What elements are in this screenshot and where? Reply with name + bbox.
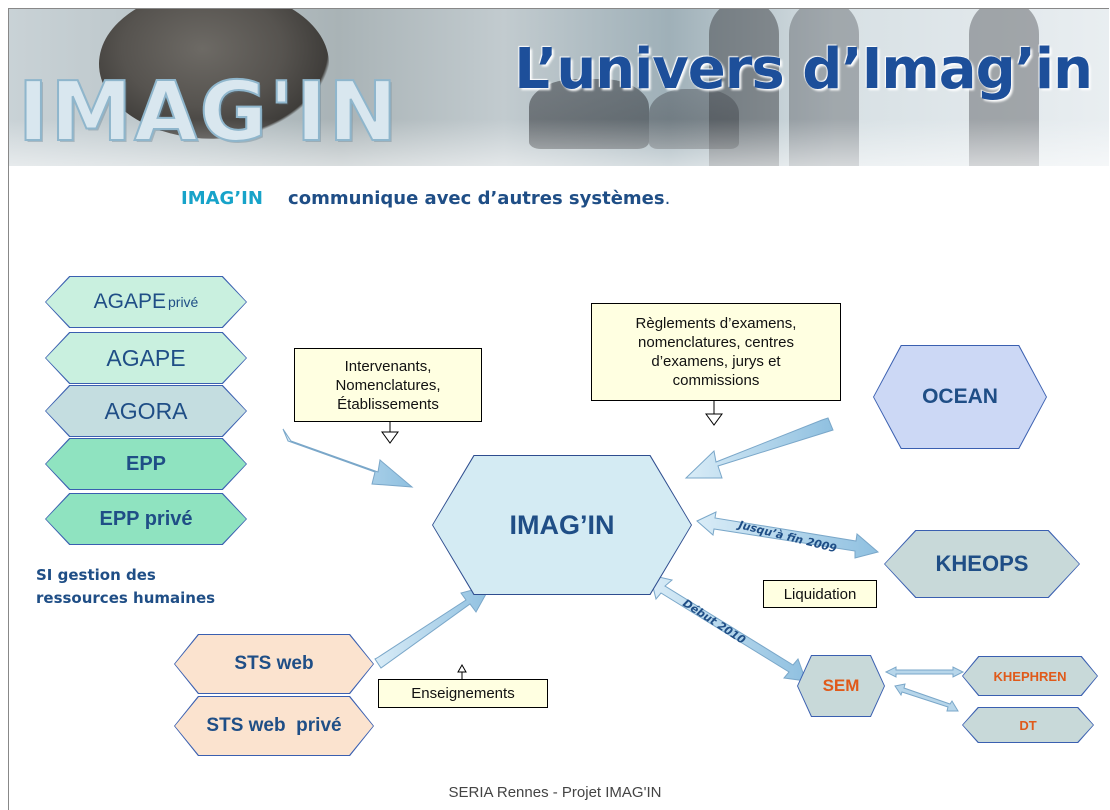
hr-group-label-line: ressources humaines — [36, 589, 216, 607]
hex-label: EPP privé — [99, 507, 193, 530]
system-ocean: OCEAN — [873, 345, 1047, 449]
hex-body: STS web — [175, 635, 373, 693]
system-epp-prive: EPP privé — [45, 493, 247, 545]
system-kheops: KHEOPS — [884, 530, 1080, 598]
arrow-imagin-kheops — [696, 511, 880, 559]
hex-label: DT — [1019, 717, 1037, 733]
hex-body: AGORA — [46, 386, 246, 436]
note-line: Liquidation — [783, 585, 857, 603]
note-line: Intervenants, — [344, 357, 432, 375]
subtitle-end: . — [664, 188, 671, 209]
system-sts-web-prive: STS web privé — [174, 696, 374, 756]
note-line: d’examens, jurys et — [651, 353, 781, 370]
hex-body: EPP — [46, 439, 246, 489]
subtitle-text: communique avec d’autres systèmes — [288, 188, 665, 209]
hex-label: KHEPHREN — [993, 668, 1067, 684]
hex-body: AGAPE privé — [46, 277, 246, 327]
hex-label: AGAPE — [93, 290, 166, 313]
hex-body: SEM — [798, 656, 884, 716]
system-epp: EPP — [45, 438, 247, 490]
arrow-sts-to-imagin — [374, 584, 493, 669]
hex-label: SEM — [822, 676, 860, 695]
hex-label: STS web privé — [206, 715, 342, 736]
imagin-logo: IMAG'IN — [17, 65, 400, 160]
system-imagin-center: IMAG’IN — [432, 455, 692, 595]
hex-body: EPP privé — [46, 494, 246, 544]
note-line: Enseignements — [411, 685, 515, 702]
note-line: nomenclatures, centres — [638, 334, 794, 351]
hex-body: KHEPHREN — [963, 657, 1097, 695]
hex-label: EPP — [125, 452, 167, 475]
hex-label: STS web — [234, 653, 314, 674]
banner-stone-image — [99, 9, 329, 139]
hex-body: STS web privé — [175, 697, 373, 755]
hex-body: KHEOPS — [885, 531, 1079, 597]
system-sts-web: STS web — [174, 634, 374, 694]
arrow-sem-khephren — [884, 666, 965, 678]
hr-group-label-line: SI gestion des — [36, 566, 156, 584]
note-line: Établissements — [337, 395, 439, 413]
system-khephren: KHEPHREN — [962, 656, 1098, 696]
banner-glow — [9, 119, 1109, 166]
hex-label-suffix: privé — [168, 294, 199, 310]
hex-body: AGAPE — [46, 333, 246, 383]
slide-subtitle: IMAG’IN communique avec d’autres système… — [181, 188, 670, 209]
callout-pointer-enseignements — [457, 663, 467, 673]
note-line: Nomenclatures, — [335, 376, 441, 394]
system-agape: AGAPE — [45, 332, 247, 384]
note-intervenants: Intervenants, Nomenclatures, Établisseme… — [294, 348, 482, 422]
hex-label: IMAG’IN — [509, 509, 615, 540]
system-agape-prive: AGAPE privé — [45, 276, 247, 328]
callout-pointer-reglements — [705, 413, 723, 426]
note-line: commissions — [672, 372, 760, 389]
header-banner — [9, 9, 1109, 166]
callout-pointer-intervenants — [381, 431, 399, 444]
note-liquidation: Liquidation — [763, 580, 877, 608]
hex-body: DT — [963, 708, 1093, 742]
note-reglements: Règlements d’examens, nomenclatures, cen… — [591, 303, 841, 401]
system-agora: AGORA — [45, 385, 247, 437]
subtitle-brand: IMAG’IN — [181, 188, 263, 209]
hex-body: OCEAN — [874, 346, 1046, 448]
hr-group-label: SI gestion des ressources humaines — [36, 564, 215, 610]
slide-footer: SERIA Rennes - Projet IMAG'IN — [448, 784, 662, 801]
note-enseignements: Enseignements — [378, 679, 548, 708]
system-dt: DT — [962, 707, 1094, 743]
slide-frame — [8, 8, 1109, 810]
arrow-reglements-to-imagin — [684, 417, 834, 479]
system-sem: SEM — [797, 655, 885, 717]
arrow-sem-dt — [894, 683, 959, 712]
hex-label: AGAPE — [106, 344, 186, 371]
hex-label: KHEOPS — [935, 551, 1029, 576]
note-line: Règlements d’examens, — [635, 315, 797, 332]
hex-body: IMAG’IN — [433, 456, 691, 594]
arrow-hr-to-imagin — [282, 428, 414, 488]
hex-label: OCEAN — [922, 385, 998, 408]
slide-title: L’univers d’Imag’in — [514, 37, 1093, 102]
arrow-label-sem: Début 2010 — [680, 597, 748, 647]
hex-label: AGORA — [104, 397, 188, 424]
